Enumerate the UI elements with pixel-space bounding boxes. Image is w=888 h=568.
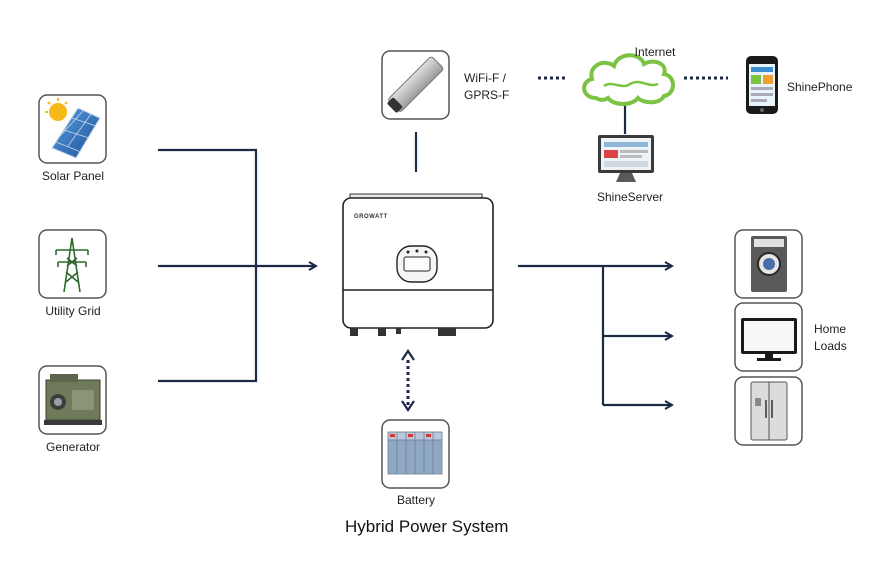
generator-connector: [158, 266, 258, 383]
television-icon: [734, 302, 803, 372]
utility-grid-label: Utility Grid: [45, 304, 101, 318]
wifi-gprs-dongle-icon: [381, 50, 450, 120]
shine-server-icon: [598, 135, 654, 182]
load-connectors: [518, 266, 672, 405]
solar-connector: [158, 148, 258, 266]
shineserver-label: ShineServer: [596, 190, 664, 204]
shinephone-label: ShinePhone: [787, 80, 853, 94]
home-loads-label-line2: Loads: [814, 339, 847, 353]
internet-cloud-icon: [582, 53, 675, 106]
internet-label: Internet: [634, 45, 676, 59]
washing-machine-icon: [734, 229, 803, 299]
battery-label: Battery: [396, 493, 435, 507]
refrigerator-icon: [734, 376, 803, 446]
generator-label: Generator: [45, 440, 101, 454]
source-connectors: [158, 148, 316, 383]
generator-icon: [38, 365, 107, 435]
utility-grid-icon: [38, 229, 107, 299]
wifi-label-line2: GPRS-F: [464, 88, 510, 102]
wifi-label-line1: WiFi-F /: [464, 71, 506, 85]
diagram-title: Hybrid Power System: [345, 517, 509, 536]
monitoring-links: [414, 76, 728, 172]
solar-panel-label: Solar Panel: [41, 169, 105, 183]
hybrid-inverter: [342, 193, 494, 336]
inverter-brand: GROWATT: [354, 214, 388, 220]
battery-link: [401, 349, 415, 412]
solar-panel-icon: [38, 94, 107, 164]
battery-icon: [381, 419, 450, 489]
home-loads-label-line1: Home: [814, 322, 847, 336]
shine-phone-icon: [746, 56, 778, 114]
